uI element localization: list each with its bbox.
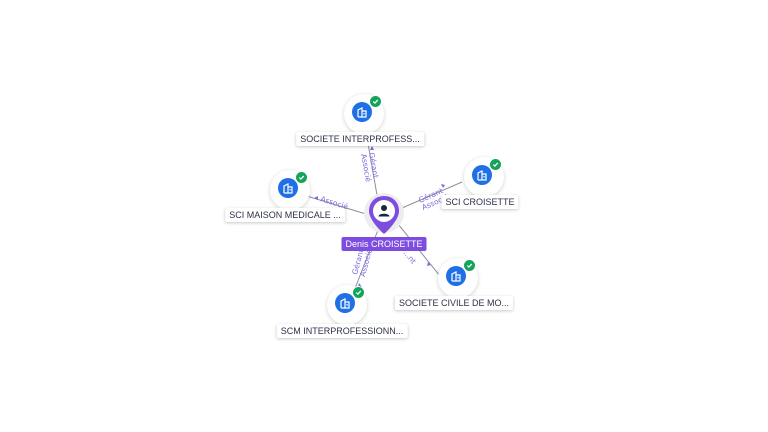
company-label-2[interactable]: SCI CROISETTE bbox=[441, 195, 519, 209]
check-badge-icon bbox=[369, 95, 382, 108]
company-node-1[interactable] bbox=[270, 170, 310, 210]
company-label-1[interactable]: SCI MAISON MEDICALE ... bbox=[225, 208, 345, 222]
building-icon bbox=[278, 178, 298, 198]
building-icon bbox=[446, 266, 466, 286]
person-pin[interactable] bbox=[366, 194, 402, 238]
company-label-0[interactable]: SOCIETE INTERPROFESS... bbox=[296, 132, 424, 146]
arrow-2 bbox=[441, 184, 445, 188]
company-node-2[interactable] bbox=[464, 157, 504, 197]
edge-2 bbox=[401, 181, 463, 209]
company-node-4[interactable] bbox=[327, 285, 367, 325]
company-node-0[interactable] bbox=[344, 94, 384, 134]
check-badge-icon bbox=[463, 259, 476, 272]
arrow-1 bbox=[314, 196, 318, 200]
building-icon bbox=[472, 165, 492, 185]
check-badge-icon bbox=[295, 171, 308, 184]
edge-label-0: Gérant Associé bbox=[359, 152, 381, 183]
check-badge-icon bbox=[489, 158, 502, 171]
arrow-3 bbox=[427, 262, 431, 266]
building-icon bbox=[352, 102, 372, 122]
person-icon bbox=[378, 205, 390, 217]
edge-1 bbox=[299, 193, 367, 215]
building-icon bbox=[335, 293, 355, 313]
person-name-label[interactable]: Denis CROISETTE bbox=[341, 237, 427, 251]
company-label-4[interactable]: SCM INTERPROFESSIONN... bbox=[276, 324, 408, 338]
check-badge-icon bbox=[352, 286, 365, 299]
arrow-0 bbox=[370, 146, 374, 150]
edge-label-3: ...nt bbox=[401, 249, 417, 266]
company-node-3[interactable] bbox=[438, 258, 478, 298]
company-label-3[interactable]: SOCIETE CIVILE DE MO... bbox=[394, 296, 514, 310]
